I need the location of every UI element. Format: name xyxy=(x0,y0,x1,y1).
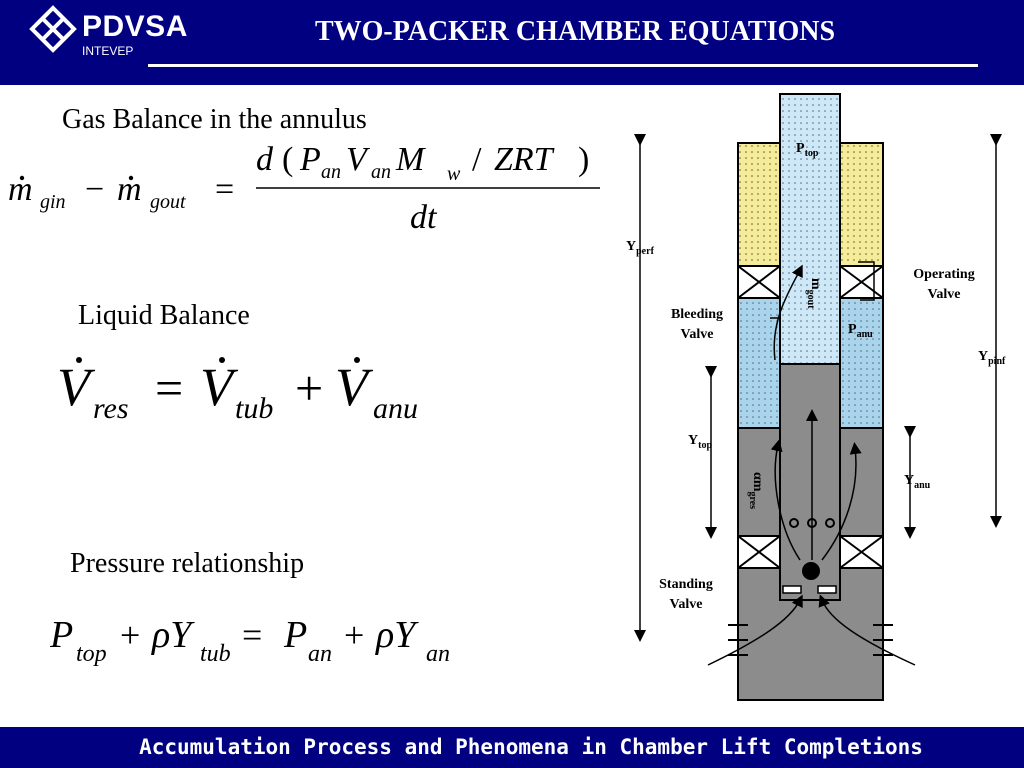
svg-text:an: an xyxy=(321,161,341,183)
svg-text:w: w xyxy=(447,163,461,185)
svg-text:dt: dt xyxy=(410,199,438,236)
standing-valve-label-2: Valve xyxy=(670,597,703,612)
pressure-relationship-heading: Pressure relationship xyxy=(70,548,305,579)
svg-text:V: V xyxy=(57,357,96,417)
svg-text:V: V xyxy=(200,357,239,417)
svg-text:): ) xyxy=(578,141,589,178)
upper-packer xyxy=(737,265,884,299)
svg-text:P: P xyxy=(283,614,307,656)
svg-text:M: M xyxy=(395,141,426,178)
svg-text:an: an xyxy=(371,161,391,183)
svg-text:+: + xyxy=(344,615,364,655)
tubing-gas-dots xyxy=(780,94,840,364)
svg-text:=: = xyxy=(155,360,183,416)
svg-text:ρY: ρY xyxy=(151,614,195,656)
svg-text:ZRT: ZRT xyxy=(494,141,555,178)
svg-text:P: P xyxy=(299,141,321,178)
footer-caption: Accumulation Process and Phenomena in Ch… xyxy=(139,735,923,759)
flow-arrows xyxy=(707,261,916,666)
y-anu-label: Yanu xyxy=(904,473,931,491)
svg-text:an: an xyxy=(308,641,332,667)
footer-bar xyxy=(0,727,1024,768)
svg-text:m: m xyxy=(117,171,142,208)
svg-text:res: res xyxy=(93,392,129,425)
lower-packer xyxy=(737,535,884,569)
y-pinf-label: Ypinf xyxy=(978,349,1006,367)
gas-balance-heading: Gas Balance in the annulus xyxy=(62,104,367,135)
svg-text:ρY: ρY xyxy=(375,614,419,656)
p-top-label: Ptop xyxy=(796,141,819,159)
brand-subtitle: INTEVEP xyxy=(82,44,134,58)
y-perf-label: Yperf xyxy=(626,239,655,257)
svg-text:tub: tub xyxy=(235,392,273,425)
svg-text:anu: anu xyxy=(373,392,418,425)
alpha-m-label: αmgres xyxy=(747,472,765,509)
svg-text:d: d xyxy=(256,141,274,178)
gas-cap-right-dots xyxy=(840,143,883,266)
svg-text:(: ( xyxy=(282,141,293,178)
standing-valve-ball xyxy=(802,562,820,580)
title-rule xyxy=(148,64,978,67)
pressure-equation: P top + ρY tub = P an + ρY an xyxy=(50,614,450,667)
bleeding-valve-label-2: Valve xyxy=(681,327,714,342)
annulus-right-dots xyxy=(840,298,883,428)
standing-valve-label-1: Standing xyxy=(659,577,713,592)
brand-name: PDVSA xyxy=(82,10,188,43)
liquid-balance-equation: V res = V tub + V anu xyxy=(57,357,418,425)
pdvsa-logo-icon xyxy=(28,4,78,54)
y-top-label: Ytop xyxy=(688,433,712,451)
svg-text:=: = xyxy=(242,615,262,655)
svg-text:+: + xyxy=(295,360,323,416)
operating-valve-label-2: Valve xyxy=(928,287,961,302)
svg-text:m: m xyxy=(8,171,33,208)
p-anu-label: Panu xyxy=(848,322,873,340)
svg-text:tub: tub xyxy=(200,641,231,667)
svg-text:+: + xyxy=(120,615,140,655)
bleeding-valve-label-1: Bleeding xyxy=(671,307,723,322)
svg-text:P: P xyxy=(50,614,73,656)
operating-valve-label-1: Operating xyxy=(913,267,974,282)
m-gout-label: mgout xyxy=(805,278,823,309)
svg-text:=: = xyxy=(215,171,234,208)
page-title: TWO-PACKER CHAMBER EQUATIONS xyxy=(314,16,836,47)
svg-text:/: / xyxy=(472,141,482,178)
svg-text:top: top xyxy=(76,641,107,667)
svg-text:gin: gin xyxy=(40,191,66,213)
standing-valve-seat-right xyxy=(817,585,837,594)
liquid-balance-heading: Liquid Balance xyxy=(78,300,250,331)
svg-text:V: V xyxy=(335,357,374,417)
tubing-liquid xyxy=(779,363,841,601)
svg-text:an: an xyxy=(426,641,450,667)
svg-text:−: − xyxy=(85,171,104,208)
header-bar xyxy=(0,0,1024,85)
annulus-left-dots xyxy=(738,298,780,428)
gas-balance-equation: m gin − m gout = d ( P an V an M w / ZRT… xyxy=(8,141,600,236)
gas-cap-left-dots xyxy=(738,143,780,266)
svg-text:gout: gout xyxy=(150,191,186,213)
dimension-arrows xyxy=(634,134,1002,642)
chamber-diagram: Yperf Ypinf Ytop Yanu Ptop Panu mgout αm… xyxy=(626,93,1006,701)
standing-valve-seat-left xyxy=(782,585,802,594)
svg-text:V: V xyxy=(346,141,371,178)
casing-perforation-marks xyxy=(728,624,893,656)
